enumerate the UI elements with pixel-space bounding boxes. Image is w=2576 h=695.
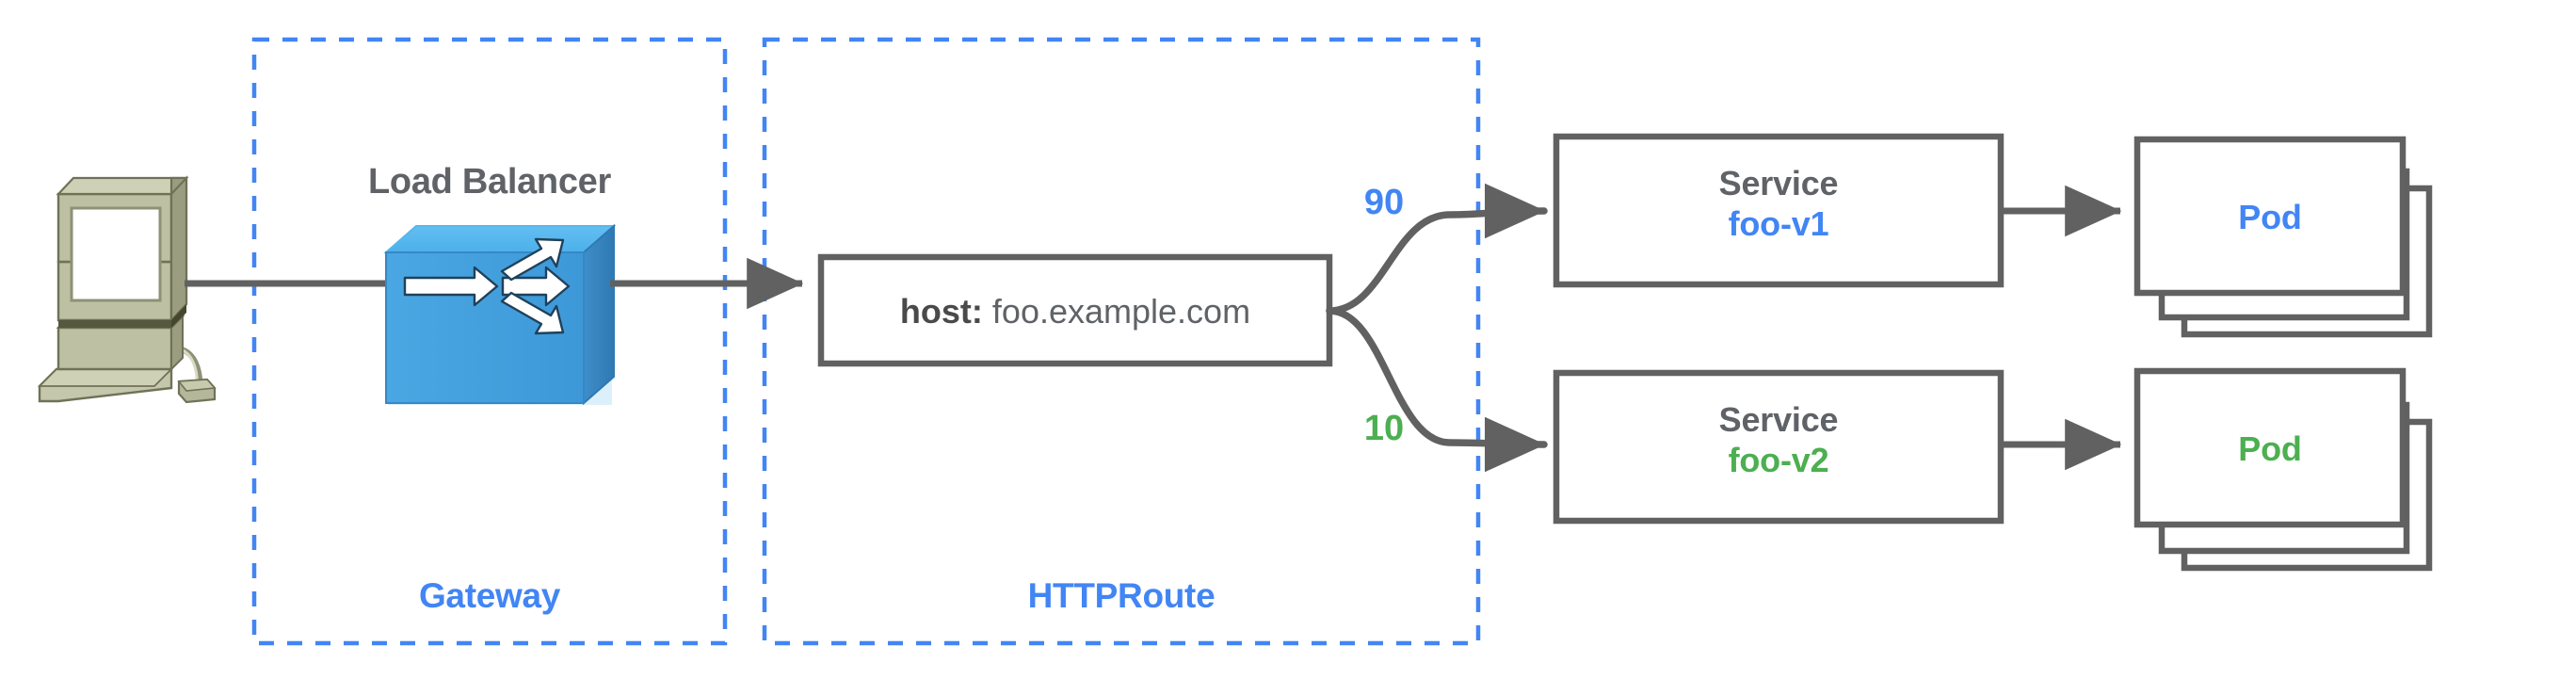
service-text-foo-v2: Service foo-v2	[1556, 399, 2001, 480]
gateway-group-boundary	[251, 37, 728, 646]
load-balancer-icon	[383, 223, 617, 406]
pod-label-foo-v2: Pod	[2238, 429, 2302, 468]
link-route-to-service-foo-v2	[1326, 307, 1548, 473]
service-name-foo-v1: foo-v1	[1728, 204, 1829, 244]
service-name-foo-v2: foo-v2	[1728, 441, 1829, 480]
gateway-label-kind: Gateway	[418, 576, 561, 616]
service-box-foo-v2[interactable]	[1553, 369, 2004, 525]
host-rule-key: host:	[899, 292, 983, 331]
service-kind-foo-v2: Service	[1718, 400, 1839, 439]
host-rule-box[interactable]	[817, 253, 1333, 367]
pod-stack-foo-v1[interactable]	[2133, 136, 2433, 338]
service-text-foo-v1: Service foo-v1	[1556, 163, 2001, 244]
host-rule-text: host: foo.example.com	[821, 291, 1329, 331]
httproute-group-label: HTTPRoute foo-route	[765, 493, 1478, 695]
gateway-group-label: Gateway prod-web	[254, 493, 725, 695]
service-box-foo-v1[interactable]	[1553, 133, 2004, 288]
pod-stack-foo-v2[interactable]	[2133, 367, 2433, 572]
weight-label-foo-v2: 10	[1363, 409, 1405, 448]
service-kind-foo-v1: Service	[1718, 164, 1839, 202]
weight-label-foo-v1: 90	[1363, 183, 1405, 222]
workstation-icon	[37, 175, 217, 404]
link-route-to-service-foo-v1	[1326, 183, 1548, 315]
load-balancer-title: Load Balancer	[368, 162, 611, 202]
httproute-group-boundary	[762, 37, 1481, 646]
host-rule-value: foo.example.com	[991, 292, 1251, 331]
pod-label-foo-v1: Pod	[2238, 198, 2302, 236]
httproute-label-kind: HTTPRoute	[1027, 576, 1216, 616]
